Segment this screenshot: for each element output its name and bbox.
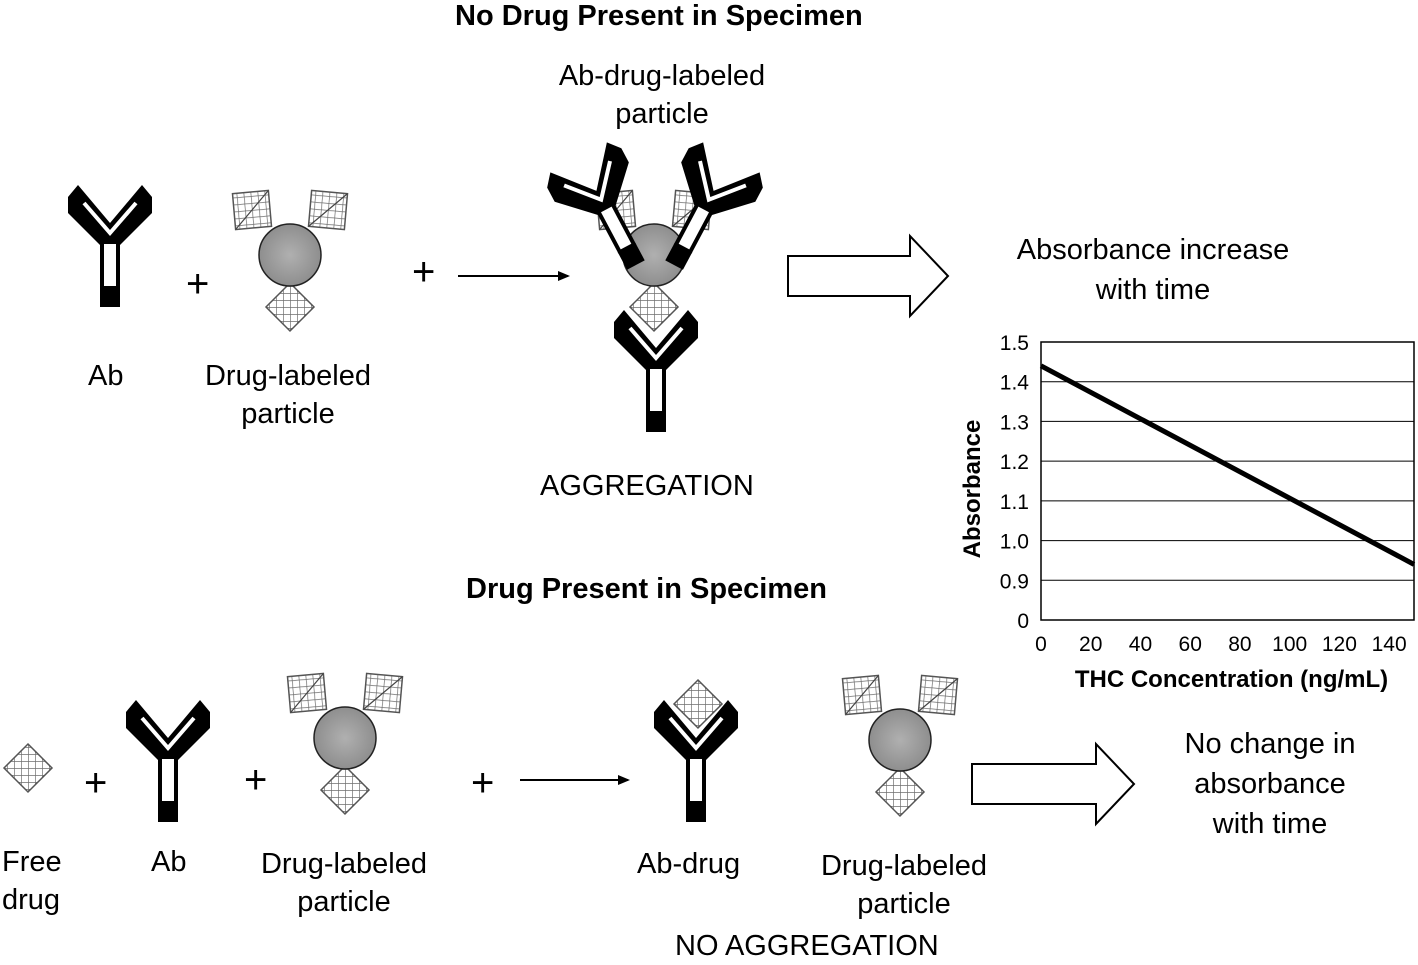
y-tick-label: 0 [1017, 610, 1029, 633]
aggregation-label: AGGREGATION [540, 470, 754, 502]
y-tick-label: 1.5 [1000, 332, 1029, 355]
x-tick-label: 40 [1129, 633, 1152, 656]
free-drug-icon [3, 743, 53, 793]
drug-labeled-particle-icon [232, 190, 347, 331]
absorbance-chart: 0 0.9 1.0 1.1 1.2 1.3 1.4 1.5 0 20 40 60 80 100 120 14… [959, 332, 1416, 693]
x-tick-label: 100 [1272, 633, 1307, 656]
particle2-label-line2: particle [857, 888, 951, 920]
absorbance-series-line [1039, 363, 1416, 567]
result-arrow [787, 233, 950, 319]
ab-label: Ab [88, 360, 124, 392]
plus-sign: + [84, 761, 108, 805]
y-tick-label: 1.4 [1000, 372, 1030, 395]
aggregation-complex-icon [542, 138, 769, 434]
plus-sign: + [186, 262, 210, 306]
plus-sign: + [471, 761, 495, 805]
antibody-icon [66, 183, 154, 309]
x-tick-label: 140 [1372, 633, 1407, 656]
x-tick-label: 0 [1035, 633, 1047, 656]
top-section-title: No Drug Present in Specimen [455, 0, 863, 32]
particle-label-line2: particle [297, 886, 391, 918]
no-aggregation-label: NO AGGREGATION [675, 930, 939, 962]
no-change-line1: No change in [1184, 728, 1356, 760]
y-tick-label: 1.0 [1000, 531, 1029, 554]
result-text-line2: with time [1095, 274, 1211, 306]
drug-labeled-particle-icon [287, 673, 402, 814]
antibody-icon [124, 698, 212, 824]
y-tick-label: 0.9 [1000, 570, 1029, 593]
x-tick-label: 80 [1228, 633, 1251, 656]
plus-sign: + [412, 250, 436, 294]
complex-label-line2: particle [615, 98, 709, 130]
result-arrow [971, 741, 1136, 827]
ab-drug-label: Ab-drug [637, 848, 741, 880]
particle-label-line2: particle [241, 398, 335, 430]
complex-label-line1: Ab-drug-labeled [558, 60, 766, 92]
particle-label-line1: Drug-labeled [260, 848, 428, 880]
y-tick-label: 1.3 [1000, 411, 1029, 434]
x-tick-label: 20 [1079, 633, 1102, 656]
y-axis-label: Absorbance [959, 420, 986, 559]
no-change-line3: with time [1212, 808, 1328, 840]
no-change-line2: absorbance [1194, 768, 1346, 800]
y-tick-label: 1.1 [1000, 491, 1029, 514]
particle-label-line1: Drug-labeled [204, 360, 372, 392]
drug-labeled-particle-icon [842, 675, 957, 816]
free-drug-label-line2: drug [2, 884, 61, 916]
x-tick-label: 120 [1322, 633, 1357, 656]
y-tick-label: 1.2 [1000, 451, 1029, 474]
ab-label: Ab [151, 846, 187, 878]
bottom-section-title: Drug Present in Specimen [466, 573, 827, 605]
result-text-line1: Absorbance increase [1016, 234, 1290, 266]
free-drug-label-line1: Free [2, 846, 62, 878]
x-axis-label: THC Concentration (ng/mL) [1075, 666, 1388, 693]
x-tick-label: 60 [1179, 633, 1202, 656]
ab-drug-complex-icon [652, 679, 740, 824]
particle2-label-line1: Drug-labeled [820, 850, 988, 882]
plus-sign: + [244, 758, 268, 802]
